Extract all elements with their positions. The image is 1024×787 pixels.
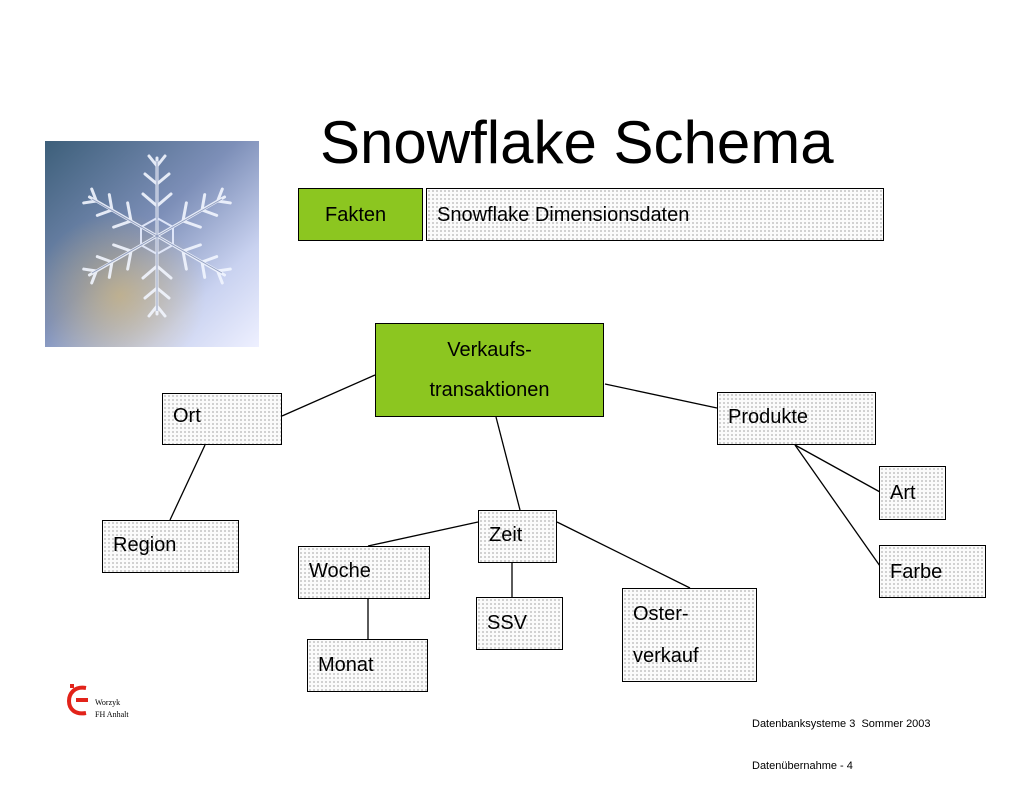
edge-zeit-osterkauf (556, 521, 691, 589)
node-woche: Woche (298, 546, 430, 599)
connector-lines (169, 374, 881, 640)
node-monat-label: Monat (318, 654, 374, 676)
node-ort-label: Ort (173, 405, 201, 427)
node-ort: Ort (162, 393, 282, 445)
edge-ort-region (169, 444, 206, 521)
footer-line1: Datenbanksysteme 3 Sommer 2003 (752, 718, 931, 730)
node-art: Art (879, 466, 946, 520)
footer-course-info: Datenbanksysteme 3 Sommer 2003 Datenüber… (752, 689, 931, 787)
slide-title: Snowflake Schema (320, 109, 834, 176)
node-osterkauf: Oster- verkauf (622, 588, 757, 682)
edge-fact-produkte (604, 383, 718, 409)
edge-produkte-art (794, 444, 881, 493)
node-zeit: Zeit (478, 510, 557, 563)
legend-facts: Fakten (298, 188, 423, 241)
node-farbe-label: Farbe (890, 561, 943, 583)
legend-dimensions: Snowflake Dimensionsdaten (426, 188, 884, 241)
legend-dimensions-label: Snowflake Dimensionsdaten (437, 204, 690, 226)
footer-author-block: Worzyk FH Anhalt (95, 697, 129, 721)
node-fact-line2: transaktionen (429, 379, 550, 401)
footer-institution: FH Anhalt (95, 710, 129, 719)
node-osterkauf-line1: Oster- (633, 603, 689, 625)
node-region-label: Region (113, 534, 177, 556)
node-ssv-label: SSV (487, 612, 528, 634)
node-farbe: Farbe (879, 545, 986, 598)
node-monat: Monat (307, 639, 428, 692)
edge-fact-ort (281, 374, 376, 417)
edge-zeit-woche (367, 521, 479, 547)
node-region: Region (102, 520, 239, 573)
snowflake-photo (45, 141, 259, 347)
node-verkaufstransaktionen: Verkaufs- transaktionen (375, 323, 604, 417)
legend-facts-label: Fakten (325, 204, 387, 226)
node-produkte-label: Produkte (728, 406, 809, 428)
node-fact-line1: Verkaufs- (447, 339, 532, 361)
node-ssv: SSV (476, 597, 563, 650)
fh-anhalt-logo-icon (66, 682, 90, 718)
node-woche-label: Woche (309, 560, 371, 582)
node-zeit-label: Zeit (489, 524, 523, 546)
node-osterkauf-line2: verkauf (633, 645, 699, 667)
footer-author: Worzyk (95, 698, 121, 707)
footer-line2: Datenübernahme - 4 (752, 760, 853, 772)
edge-fact-zeit (495, 416, 521, 511)
node-art-label: Art (890, 482, 916, 504)
edge-produkte-farbe (794, 444, 881, 567)
node-produkte: Produkte (717, 392, 876, 445)
